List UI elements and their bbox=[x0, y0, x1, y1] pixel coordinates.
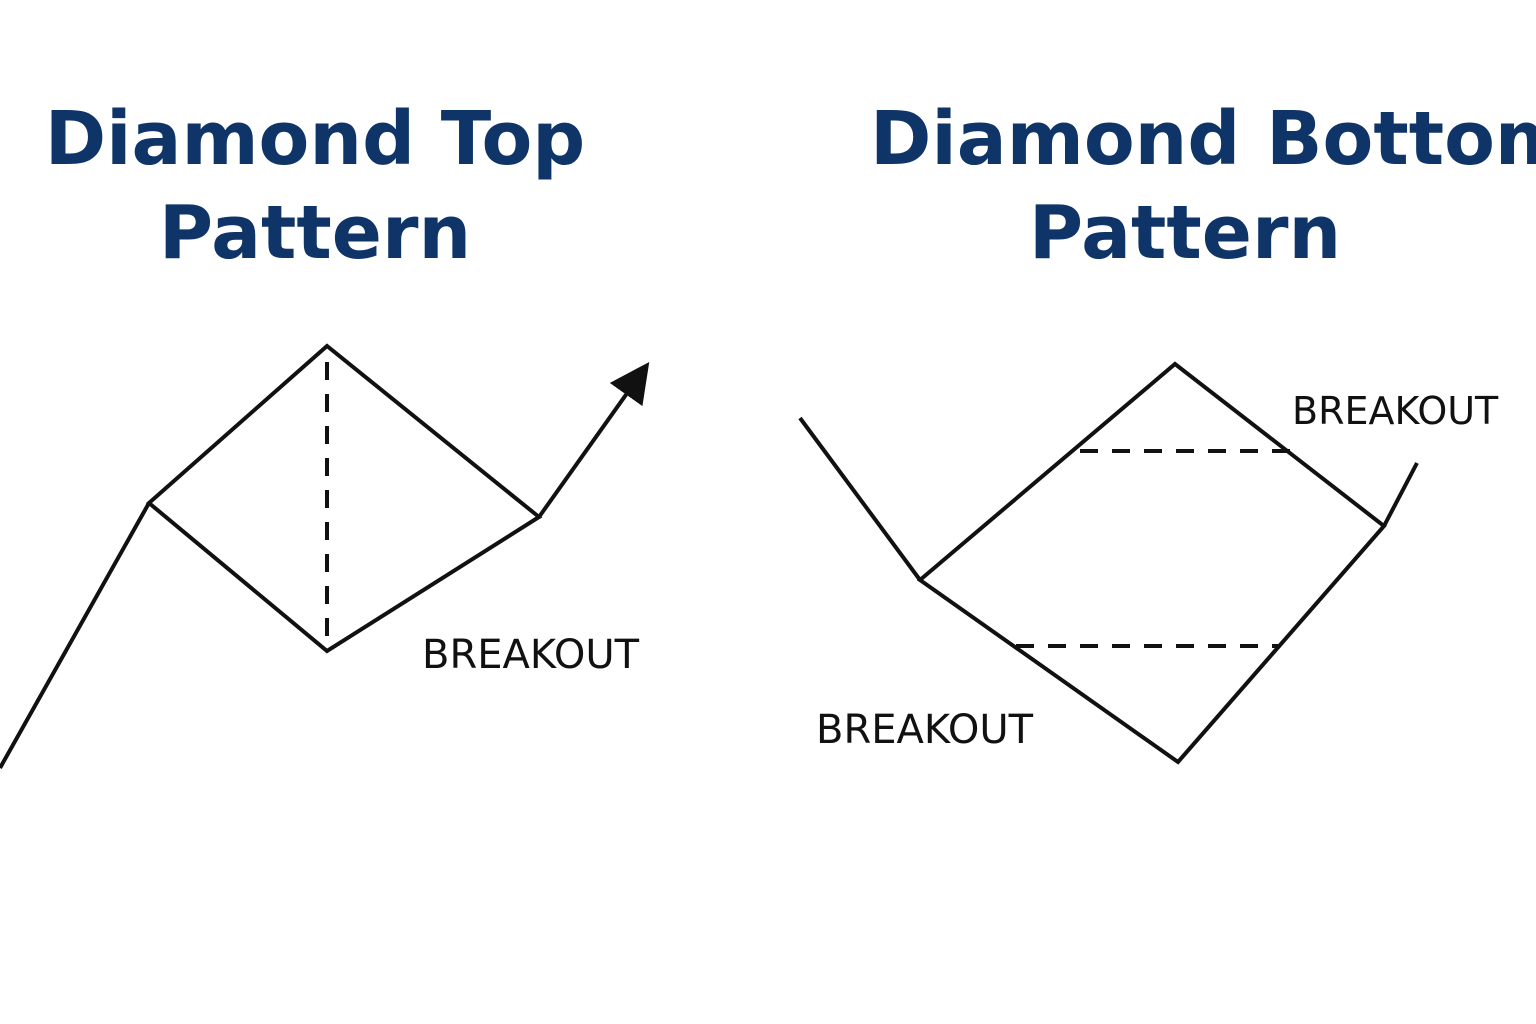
diamond-bottom-title-line1: Diamond Bottom bbox=[870, 96, 1536, 182]
diamond-bottom-breakout-label-lower: BREAKOUT bbox=[816, 707, 1034, 753]
diamond-bottom-diagram bbox=[798, 361, 1419, 765]
diamond-top-title-line2: Pattern bbox=[158, 190, 472, 276]
diamond-top-breakout-arrow bbox=[537, 361, 650, 519]
diamond-top-breakout-label: BREAKOUT bbox=[422, 632, 640, 678]
diamond-top-title-line1: Diamond Top bbox=[44, 96, 586, 182]
diamond-bottom-downtrend-line bbox=[798, 416, 922, 582]
diamond-bottom-breakout-line bbox=[1382, 462, 1419, 527]
diamond-bottom-breakout-label-upper: BREAKOUT bbox=[1292, 389, 1499, 433]
diamond-top-diagram bbox=[0, 343, 650, 769]
diamond-bottom-title: Diamond Bottom Pattern bbox=[870, 92, 1536, 280]
diamond-top-title: Diamond Top Pattern bbox=[20, 92, 610, 280]
diamond-bottom-title-line2: Pattern bbox=[1028, 190, 1342, 276]
diamond-top-diamond-shape bbox=[145, 343, 543, 654]
diamond-top-uptrend-line bbox=[0, 502, 151, 769]
